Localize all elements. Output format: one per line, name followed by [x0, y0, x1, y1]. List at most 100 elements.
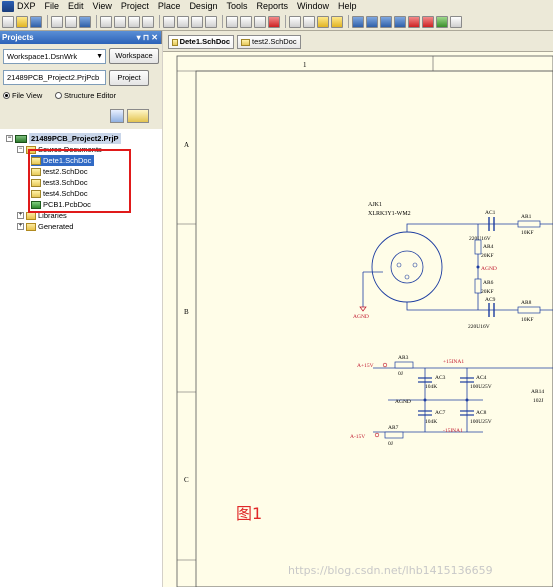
capacitor-ac8[interactable]: AC8 100U25V	[460, 410, 492, 425]
menu-help[interactable]: Help	[338, 1, 357, 11]
folder-dropdown-icon[interactable]	[127, 109, 149, 123]
tree-doc-dete1[interactable]: Dete1.SchDoc	[31, 155, 95, 166]
net-label: AGND	[395, 399, 411, 405]
workspace-button[interactable]: Workspace	[109, 48, 159, 64]
print-icon[interactable]	[51, 15, 63, 28]
resistor-ar3[interactable]: AR3 0J	[394, 355, 414, 377]
menu-tools[interactable]: Tools	[226, 1, 248, 11]
zoom-filter-icon[interactable]	[142, 15, 154, 28]
open-icon[interactable]	[16, 15, 28, 28]
capacitor-ac1[interactable]: AC1 220U16V	[469, 210, 496, 242]
menu-dxp[interactable]: DXP	[17, 1, 36, 11]
collapse-icon[interactable]: −	[17, 146, 24, 153]
hierarchy-icon[interactable]	[317, 15, 329, 28]
ref-designator: AC1	[485, 210, 496, 216]
zoom-area-icon[interactable]	[114, 15, 126, 28]
main-toolbar	[0, 13, 553, 31]
devices-icon[interactable]	[79, 15, 91, 28]
redo-icon[interactable]	[303, 15, 315, 28]
capacitor-ac4[interactable]: AC4 100U25V	[460, 375, 492, 390]
resistor-ar6[interactable]: AR6 20KF	[474, 278, 494, 295]
menu-view[interactable]: View	[92, 1, 112, 11]
resistor-ar7[interactable]: AR7 0J	[384, 425, 404, 447]
expand-icon[interactable]: +	[17, 212, 24, 219]
net-agnd-left: AGND	[353, 306, 369, 320]
resistor-ar1[interactable]: AR1 10KF	[517, 214, 541, 236]
tree-doc-test4[interactable]: test4.SchDoc	[31, 188, 88, 199]
move-icon[interactable]	[240, 15, 252, 28]
radio-unselected-icon	[55, 92, 62, 99]
ref-designator: AR6	[483, 280, 494, 286]
zoom-selected-icon[interactable]	[128, 15, 140, 28]
menu-file[interactable]: File	[44, 1, 60, 11]
menu-reports[interactable]: Reports	[256, 1, 288, 11]
select-area-icon[interactable]	[226, 15, 238, 28]
net-label-icon[interactable]	[394, 15, 406, 28]
capacitor-ac9[interactable]: AC9 220U16V	[468, 297, 496, 330]
toolbar-separator	[159, 15, 160, 28]
menu-window[interactable]: Window	[296, 1, 329, 11]
capacitor-ac7[interactable]: AC7 104K	[418, 410, 446, 425]
gnd-port-icon[interactable]	[408, 15, 420, 28]
menu-project[interactable]: Project	[120, 1, 149, 11]
vcc-port-icon[interactable]	[422, 15, 434, 28]
rubber-stamp-icon[interactable]	[205, 15, 217, 28]
chevron-down-icon[interactable]: ▼	[96, 53, 103, 60]
file-view-radio[interactable]: File View	[3, 91, 42, 100]
resistor-ar4[interactable]: AR4 20KF	[474, 239, 494, 259]
resistor-ar14[interactable]: AR14 102J	[531, 389, 544, 404]
place-bus-icon[interactable]	[366, 15, 378, 28]
toolbar-separator	[47, 15, 48, 28]
copy-icon[interactable]	[177, 15, 189, 28]
tab-dete1[interactable]: Dete1.SchDoc	[168, 35, 234, 49]
tree-project-node[interactable]: − 21489PCB_Project2.PrjP	[6, 133, 121, 144]
place-wire-icon[interactable]	[352, 15, 364, 28]
schematic-doc-icon	[31, 167, 41, 176]
resistor-ar8[interactable]: AR8 10KF	[517, 300, 541, 323]
schematic-doc-icon	[241, 38, 250, 46]
paste-icon[interactable]	[191, 15, 203, 28]
dxp-logo-icon[interactable]	[2, 1, 14, 12]
connector-pin	[404, 274, 410, 280]
bus-entry-icon[interactable]	[380, 15, 392, 28]
tree-doc-label: Dete1.SchDoc	[43, 156, 92, 165]
project-combo-value: 21489PCB_Project2.PrjPcb	[7, 73, 100, 82]
collapse-icon[interactable]: −	[6, 135, 13, 142]
tree-doc-test3[interactable]: test3.SchDoc	[31, 177, 88, 188]
projects-panel-title: Projects	[2, 33, 34, 42]
print-preview-icon[interactable]	[65, 15, 77, 28]
part-value: 220U16V	[468, 324, 490, 330]
document-tabs: Dete1.SchDoc test2.SchDoc	[163, 31, 553, 52]
tab-test2[interactable]: test2.SchDoc	[237, 35, 301, 49]
capacitor-ac3[interactable]: AC3 104K	[418, 375, 446, 390]
tree-doc-pcb1[interactable]: PCB1.PcbDoc	[31, 199, 91, 210]
zoom-fit-icon[interactable]	[100, 15, 112, 28]
panel-controls[interactable]: ▾ ⊓ ✕	[136, 33, 158, 42]
menu-place[interactable]: Place	[157, 1, 181, 11]
project-options-icon[interactable]	[110, 109, 124, 123]
port-a-plus-15v[interactable]: A+15V	[357, 362, 388, 369]
project-button[interactable]: Project	[109, 70, 149, 86]
undo-icon[interactable]	[289, 15, 301, 28]
tree-generated[interactable]: + Generated	[17, 221, 73, 232]
menu-design[interactable]: Design	[189, 1, 218, 11]
menu-edit[interactable]: Edit	[68, 1, 84, 11]
cut-icon[interactable]	[163, 15, 175, 28]
clear-filter-icon[interactable]	[268, 15, 280, 28]
place-part-icon[interactable]	[436, 15, 448, 28]
new-icon[interactable]	[2, 15, 14, 28]
expand-icon[interactable]: +	[17, 223, 24, 230]
browse-icon[interactable]	[331, 15, 343, 28]
save-icon[interactable]	[30, 15, 42, 28]
panel-icon-row	[0, 103, 162, 129]
structure-editor-radio[interactable]: Structure Editor	[55, 91, 116, 100]
sheet-symbol-icon[interactable]	[450, 15, 462, 28]
schematic-doc-icon	[31, 156, 41, 165]
deselect-icon[interactable]	[254, 15, 266, 28]
project-combo[interactable]: 21489PCB_Project2.PrjPcb	[3, 70, 106, 85]
toolbar-separator	[96, 15, 97, 28]
workspace-combo[interactable]: Workspace1.DsnWrk ▼	[3, 49, 106, 64]
schematic-drawing[interactable]: 1 A B C AJK1 XLRK3Y1-WM2 AC1 220U16V AR1	[163, 52, 553, 587]
tree-doc-test2[interactable]: test2.SchDoc	[31, 166, 88, 177]
port-a-minus-15v[interactable]: A-15V	[350, 432, 380, 440]
